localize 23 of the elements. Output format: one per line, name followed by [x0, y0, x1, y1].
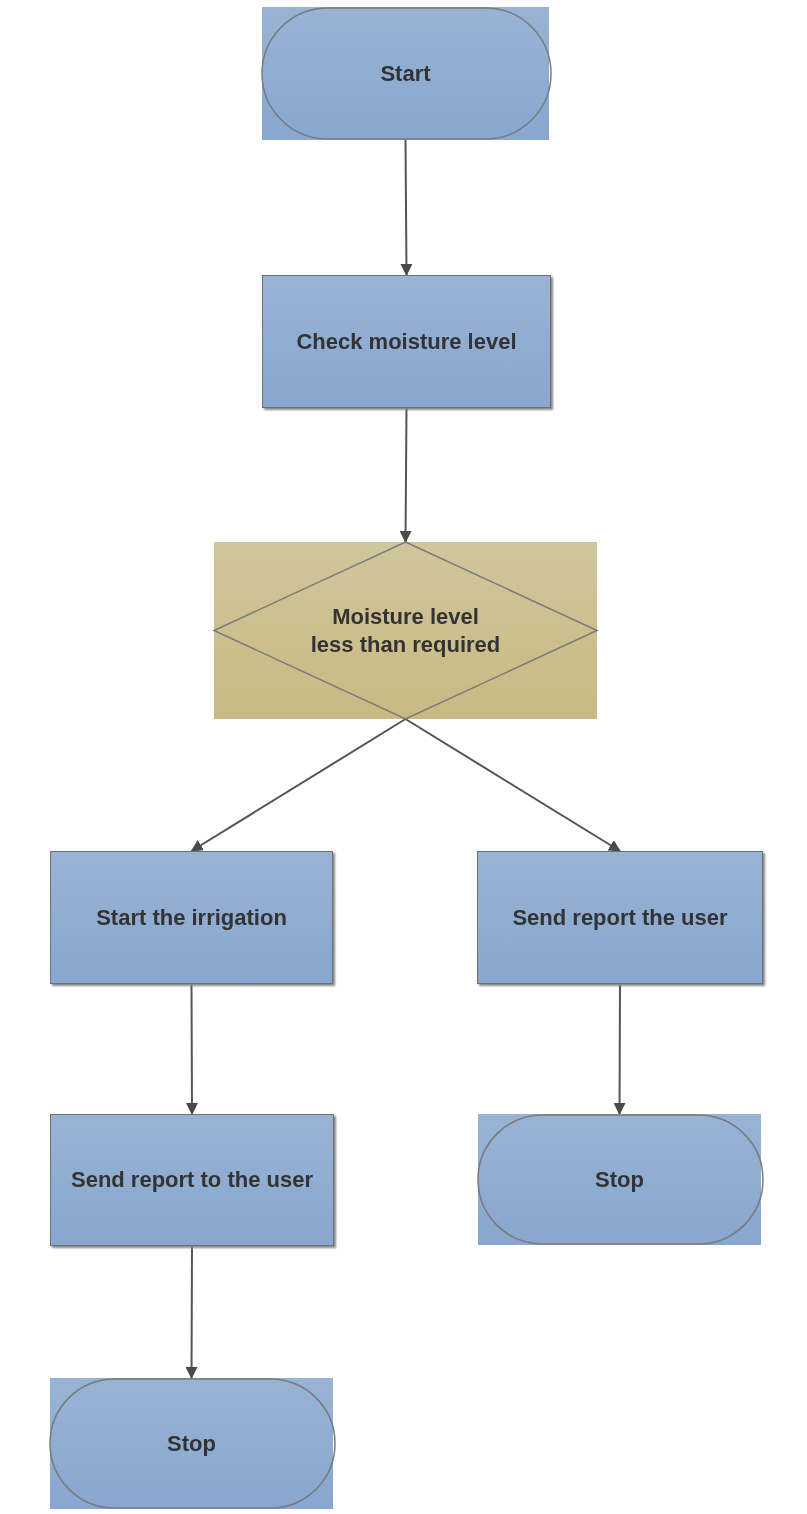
node-label: Send report the user	[511, 903, 729, 932]
node-label: Check moisture level	[295, 327, 518, 356]
arrow	[185, 1245, 198, 1379]
terminal-shape	[262, 7, 549, 140]
process-box	[50, 1114, 334, 1246]
process-box	[262, 275, 551, 408]
arrow	[400, 139, 413, 276]
arrow	[185, 983, 198, 1115]
decision-diamond	[214, 542, 597, 719]
node-label: Start	[379, 59, 432, 88]
arrow	[190, 718, 407, 852]
node-label: Stop	[594, 1165, 645, 1194]
arrow	[399, 407, 412, 543]
node-label: Send report to the user	[69, 1166, 314, 1194]
node-label: Start the irrigation	[95, 903, 288, 932]
arrow	[613, 983, 626, 1115]
terminal-shape	[478, 1114, 761, 1245]
arrow	[404, 718, 621, 852]
process-box	[477, 851, 763, 984]
process-box	[50, 851, 333, 984]
terminal-shape	[50, 1378, 333, 1509]
node-label: Moisture level less than required	[310, 602, 501, 659]
node-label: Stop	[166, 1429, 217, 1458]
